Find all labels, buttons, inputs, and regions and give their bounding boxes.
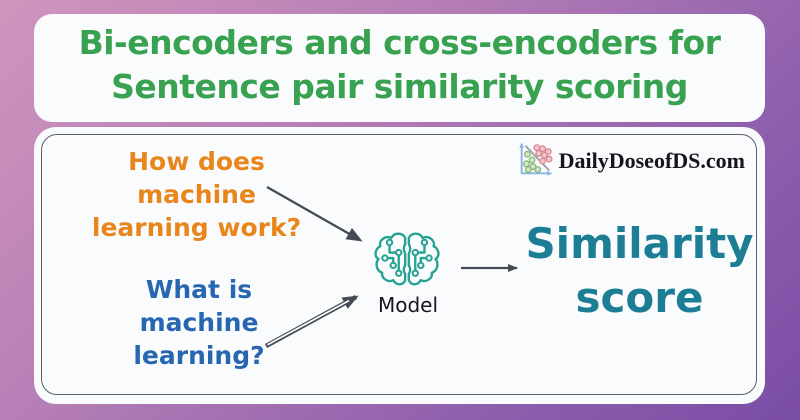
brand-logo-text: DailyDoseofDS.com — [558, 148, 745, 173]
scatter-plot-icon — [518, 142, 553, 176]
diagram-card: DailyDoseofDS.com How does machine learn… — [34, 127, 765, 404]
title-card: Bi-encoders and cross-encoders for Sente… — [34, 14, 765, 122]
brand-logo: DailyDoseofDS.com — [514, 142, 745, 180]
question-how-machine-learning-works: How does machine learning work? — [91, 147, 302, 242]
similarity-score-text: Similarity score — [525, 219, 754, 322]
question-what-is-machine-learning: What is machine learning? — [133, 275, 265, 370]
brain-circuit-icon — [374, 232, 440, 286]
model-label: Model — [377, 293, 439, 317]
page-title: Bi-encoders and cross-encoders for Sente… — [78, 23, 721, 106]
diagram-border — [41, 134, 757, 395]
